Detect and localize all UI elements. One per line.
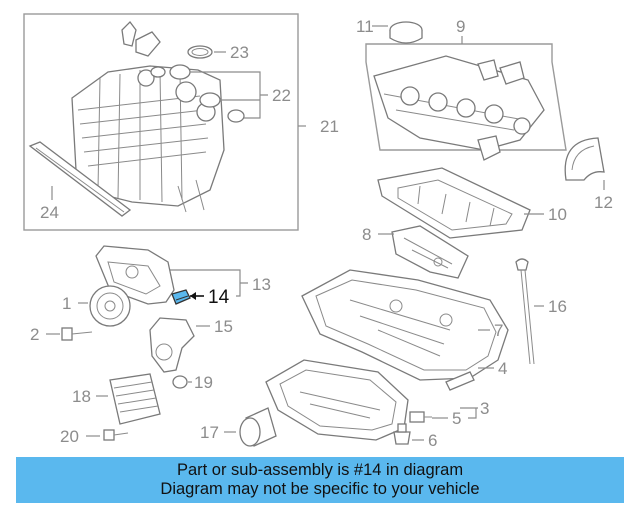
callout-8: 8 [362,225,371,244]
callout-10: 10 [548,205,567,224]
sensor-4 [445,371,475,391]
bolt-2 [61,327,93,341]
intake-manifold-group-box [23,13,299,231]
o-ring-19 [172,375,188,389]
callout-16: 16 [548,297,567,316]
callout-23: 23 [230,43,249,62]
bracket-13-leader [168,269,248,297]
oil-pan-lower [265,359,409,441]
callout-5: 5 [452,409,461,428]
cover-12 [564,137,605,181]
drain-plug-6 [393,423,411,445]
callout-14: 14 [208,287,230,308]
callout-7: 7 [494,321,503,340]
callout-22: 22 [272,86,291,105]
callout-3: 3 [480,399,489,418]
banner-line-disclaimer: Diagram may not be specific to your vehi… [160,480,480,498]
callout-11: 11 [356,17,374,36]
head-cover-group-box [365,43,567,151]
banner-line-part: Part or sub-assembly is #14 in diagram [176,461,464,479]
dipstick-16 [515,258,535,365]
callout-13: 13 [252,275,271,294]
o-ring-23 [187,45,213,59]
oil-cooler-18 [109,373,161,425]
callout-2: 2 [30,325,39,344]
callout-19: 19 [194,373,213,392]
part-info-banner: Part or sub-assembly is #14 in diagram D… [16,457,624,503]
oil-pan-upper-7 [301,269,509,381]
bolt-20 [103,429,129,441]
oil-filter-17 [239,407,277,447]
head-cover-drawing [373,55,545,161]
callout-9: 9 [456,17,465,36]
callout-6: 6 [428,431,437,450]
seal-14 [171,289,191,305]
callout-18: 18 [72,387,91,406]
callout-1: 1 [62,294,71,313]
callout-4: 4 [498,359,507,378]
callout-17: 17 [200,423,219,442]
gasket-24 [28,141,132,217]
head-cover-gasket-10 [377,167,531,239]
callout-12: 12 [594,193,613,212]
callout-24: 24 [40,203,59,222]
arrow-14 [190,292,196,300]
pump-15 [149,317,195,373]
baffle-8 [391,225,469,279]
pulley-1 [89,285,131,327]
callout-20: 20 [60,427,79,446]
seals-22 [150,64,245,123]
drain-plug-5 [409,411,432,423]
parts-diagram: 21 23 22 24 11 9 12 10 8 13 14 1 2 15 19… [23,13,613,450]
callout-15: 15 [214,317,233,336]
oil-filler-cap-11 [389,21,423,44]
callout-21: 21 [320,117,339,136]
